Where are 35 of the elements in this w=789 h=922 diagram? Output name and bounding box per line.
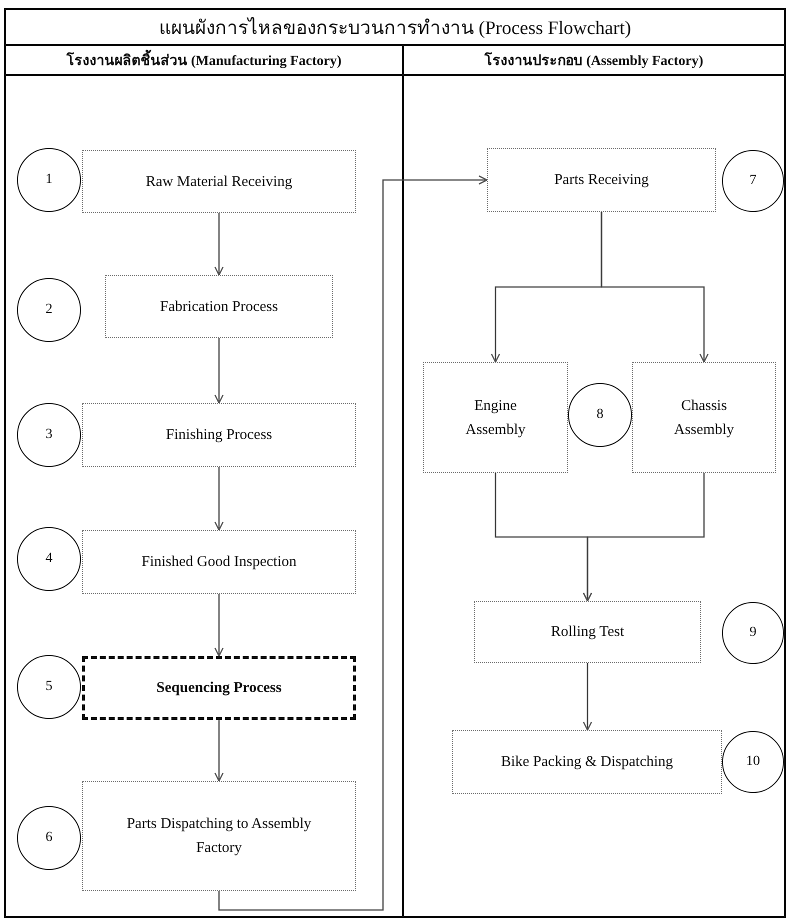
step-number-circle: 10 [722, 731, 784, 793]
arrow [582, 663, 592, 731]
arrow [600, 212, 709, 363]
step-number-circle: 1 [17, 148, 81, 212]
process-box: Finishing Process [82, 403, 356, 467]
arrow [214, 467, 224, 531]
process-box: Rolling Test [474, 601, 701, 663]
arrow [582, 473, 705, 602]
title: แผนผังการไหลของกระบวนการทำงาน (Process Flowchart) [4, 8, 786, 46]
process-box: Parts Dispatching to Assembly Factory [82, 781, 356, 891]
step-number-circle: 3 [17, 403, 81, 467]
process-box: Sequencing Process [82, 656, 356, 720]
step-number-circle: 2 [17, 278, 81, 342]
process-box: Raw Material Receiving [82, 150, 356, 213]
arrow [214, 720, 224, 782]
step-number-circle: 6 [17, 806, 81, 870]
arrow [218, 175, 488, 911]
process-box: Finished Good Inspection [82, 530, 356, 594]
step-number-circle: 8 [568, 383, 632, 447]
process-box: Chassis Assembly [632, 362, 776, 473]
arrow [214, 213, 224, 276]
step-number-circle: 4 [17, 527, 81, 591]
lane-heading: โรงงานผลิตชิ้นส่วน (Manufacturing Factory) [6, 46, 402, 76]
process-box: Fabrication Process [105, 275, 333, 338]
arrow [214, 594, 224, 657]
lane-heading: โรงงานประกอบ (Assembly Factory) [404, 46, 784, 76]
process-box: Bike Packing & Dispatching [452, 730, 722, 794]
step-number-circle: 7 [722, 150, 784, 212]
process-box: Engine Assembly [423, 362, 568, 473]
arrow [214, 338, 224, 404]
swimlane [4, 44, 404, 918]
step-number-circle: 9 [722, 602, 784, 664]
swimlane [402, 44, 786, 918]
process-box: Parts Receiving [487, 148, 716, 212]
step-number-circle: 5 [17, 655, 81, 719]
